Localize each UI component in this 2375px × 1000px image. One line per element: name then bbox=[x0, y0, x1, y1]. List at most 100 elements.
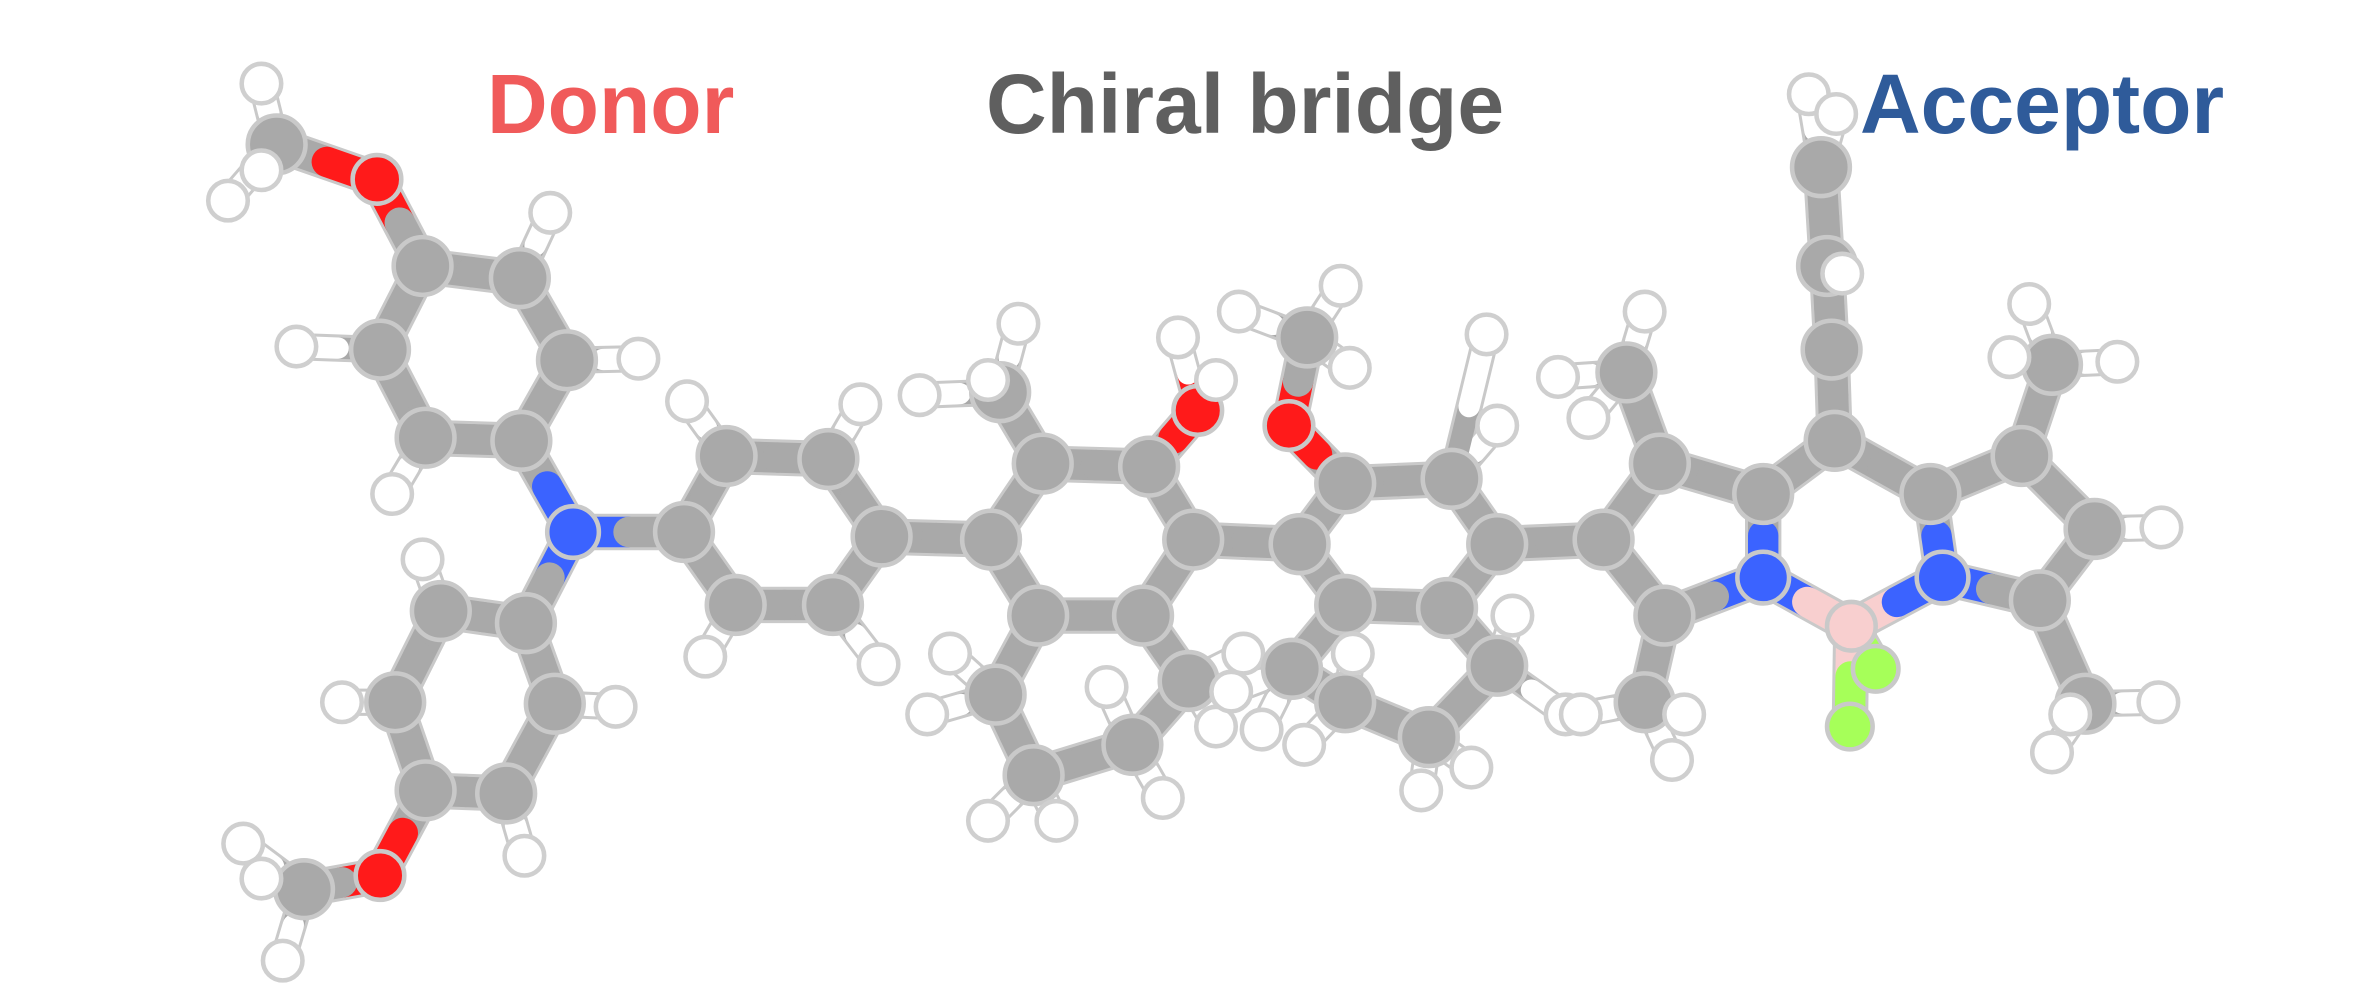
hydrogen-atom bbox=[205, 178, 251, 223]
hydrogen-atom bbox=[528, 190, 573, 235]
hydrogen-atom bbox=[1490, 593, 1535, 638]
carbon-atom bbox=[1572, 508, 1635, 571]
hydrogen-atom bbox=[1034, 798, 1079, 843]
carbon-atom bbox=[348, 318, 412, 381]
carbon-atom bbox=[652, 500, 716, 564]
hydrogen-atom bbox=[1814, 91, 1859, 137]
carbon-atom bbox=[1162, 508, 1225, 571]
hydrogen-atom bbox=[1449, 745, 1494, 790]
carbon-atom bbox=[1276, 306, 1339, 369]
carbon-atom bbox=[1466, 512, 1529, 576]
carbon-atom bbox=[2020, 333, 2084, 396]
carbon-atom bbox=[695, 424, 758, 488]
hydrogen-atom bbox=[1330, 631, 1375, 676]
hydrogen-atom bbox=[616, 336, 661, 381]
hydrogen-atom bbox=[319, 680, 365, 725]
carbon-atom bbox=[1800, 318, 1863, 381]
hydrogen-atom bbox=[2139, 505, 2184, 550]
carbon-atom bbox=[1111, 584, 1175, 647]
carbon-atom bbox=[364, 671, 427, 734]
carbon-atom bbox=[1899, 462, 1962, 526]
hydrogen-atom bbox=[838, 382, 883, 427]
nitrogen-atom bbox=[544, 503, 602, 561]
hydrogen-atom bbox=[1464, 312, 1509, 357]
carbon-atom bbox=[1595, 341, 1658, 404]
carbon-atom bbox=[409, 579, 472, 643]
carbon-atom bbox=[1415, 576, 1479, 640]
hydrogen-atom bbox=[1649, 737, 1695, 783]
carbon-atom bbox=[1157, 649, 1220, 713]
hydrogen-atom bbox=[1327, 345, 1372, 390]
hydrogen-atom bbox=[1140, 775, 1185, 821]
carbon-atom bbox=[959, 508, 1023, 571]
carbon-atom bbox=[704, 573, 767, 637]
carbon-atom bbox=[1268, 512, 1331, 576]
chiral-bridge-label: Chiral bridge bbox=[986, 57, 1505, 151]
hydrogen-atom bbox=[1662, 692, 1707, 737]
carbon-atom bbox=[1314, 671, 1377, 734]
hydrogen-atom bbox=[1535, 354, 1581, 399]
boron-atom bbox=[1824, 599, 1878, 653]
hydrogen-atom bbox=[593, 684, 638, 729]
carbon-atom bbox=[488, 246, 552, 310]
atom-layer bbox=[205, 61, 2184, 983]
hydrogen-atom bbox=[2029, 730, 2075, 775]
hydrogen-atom bbox=[1399, 768, 1444, 813]
hydrogen-atom bbox=[370, 471, 415, 517]
carbon-atom bbox=[1420, 447, 1483, 510]
hydrogen-atom bbox=[1566, 395, 1611, 441]
fluorine-atom bbox=[1850, 643, 1901, 694]
carbon-atom bbox=[535, 329, 599, 392]
donor-label: Donor bbox=[487, 57, 735, 151]
fluorine-atom bbox=[1824, 701, 1875, 752]
hydrogen-atom bbox=[927, 631, 973, 676]
hydrogen-atom bbox=[905, 692, 950, 737]
hydrogen-atom bbox=[897, 373, 942, 418]
carbon-atom bbox=[1732, 462, 1795, 526]
hydrogen-atom bbox=[683, 634, 728, 679]
hydrogen-atom bbox=[1318, 263, 1363, 308]
hydrogen-atom bbox=[1475, 403, 1520, 448]
hydrogen-atom bbox=[2136, 680, 2181, 725]
carbon-atom bbox=[490, 409, 553, 472]
hydrogen-atom bbox=[502, 833, 547, 878]
hydrogen-atom bbox=[2048, 692, 2093, 737]
carbon-atom bbox=[1633, 584, 1696, 647]
hydrogen-atom bbox=[2095, 339, 2140, 384]
carbon-atom bbox=[1117, 435, 1181, 498]
hydrogen-atom bbox=[239, 148, 284, 193]
carbon-atom bbox=[523, 672, 586, 735]
hydrogen-atom bbox=[1221, 631, 1266, 676]
carbon-atom bbox=[1990, 424, 2053, 488]
hydrogen-atom bbox=[221, 821, 266, 866]
hydrogen-atom bbox=[1987, 335, 2032, 380]
hydrogen-atom bbox=[1155, 315, 1201, 360]
hydrogen-atom bbox=[1558, 692, 1603, 737]
carbon-atom bbox=[1314, 452, 1377, 515]
carbon-atom bbox=[1011, 432, 1074, 495]
carbon-atom bbox=[272, 858, 336, 921]
carbon-atom bbox=[394, 759, 457, 822]
carbon-atom bbox=[1789, 136, 1853, 199]
carbon-atom bbox=[1007, 584, 1070, 647]
hydrogen-atom bbox=[1622, 289, 1667, 334]
hydrogen-atom bbox=[1193, 357, 1239, 403]
carbon-atom bbox=[1803, 409, 1866, 472]
oxygen-atom bbox=[350, 152, 404, 206]
carbon-atom bbox=[1002, 744, 1065, 807]
carbon-atom bbox=[1101, 713, 1164, 776]
hydrogen-atom bbox=[664, 379, 710, 424]
hydrogen-atom bbox=[1820, 251, 1865, 296]
carbon-atom bbox=[1260, 637, 1324, 700]
hydrogen-atom bbox=[1282, 722, 1327, 767]
hydrogen-atom bbox=[400, 537, 445, 582]
hydrogen-atom bbox=[1239, 707, 1284, 752]
oxygen-atom bbox=[1262, 398, 1316, 453]
oxygen-atom bbox=[353, 848, 407, 903]
nitrogen-atom bbox=[1914, 549, 1971, 606]
carbon-atom bbox=[474, 762, 538, 825]
hydrogen-atom bbox=[965, 357, 1011, 403]
hydrogen-atom bbox=[965, 798, 1011, 843]
